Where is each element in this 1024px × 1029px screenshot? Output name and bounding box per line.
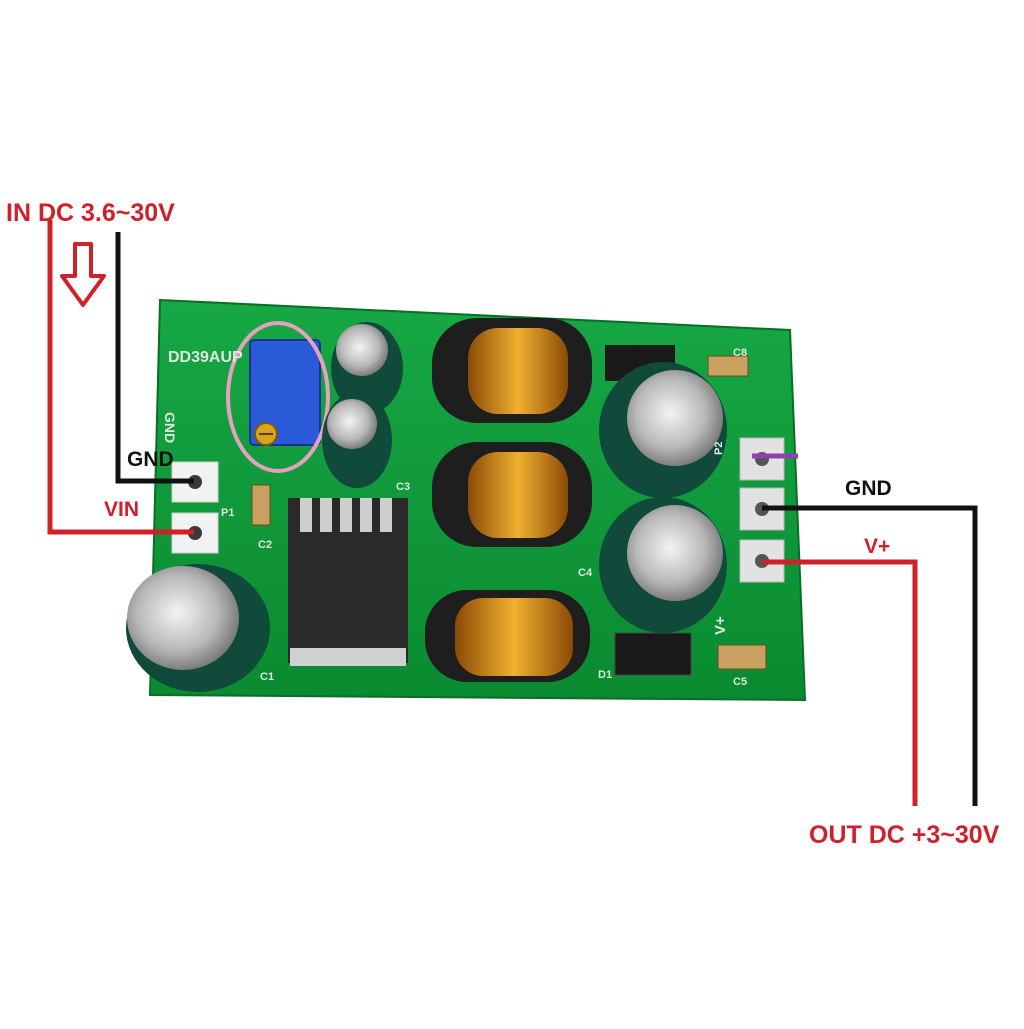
large-capacitor-right-top (599, 362, 727, 498)
highlight-circle (226, 321, 330, 473)
input-voltage-title: IN DC 3.6~30V (6, 199, 175, 227)
silk-c1-label: C1 (260, 671, 274, 683)
silk-c5-label: C5 (733, 676, 747, 688)
silk-p2-label: P2 (713, 442, 725, 455)
large-capacitor-c1 (126, 564, 270, 692)
silk-c4-label: C4 (578, 567, 593, 579)
smd-capacitor-c5 (717, 644, 767, 670)
diode-d1 (614, 632, 692, 676)
silk-p1-label: P1 (221, 507, 234, 519)
vin-label: VIN (104, 498, 140, 521)
trimmer-potentiometer (249, 339, 321, 446)
vplus-output-wire (762, 559, 918, 806)
vplus-label: V+ (864, 535, 891, 558)
regulator-ic (288, 498, 408, 666)
smd-capacitor-c2 (251, 484, 271, 526)
small-capacitor-bottom (322, 392, 392, 488)
gnd-input-wire (115, 232, 194, 484)
smd-capacitor-c8 (707, 355, 749, 377)
inductor-bottom (425, 590, 590, 682)
gnd-output-wire (762, 505, 978, 806)
vin-wire (47, 220, 194, 535)
board-model-label: DD39AUP (168, 349, 243, 366)
output-voltage-title: OUT DC +3~30V (809, 821, 1000, 849)
small-capacitor-top (331, 322, 403, 414)
gnd-output-label: GND (845, 477, 892, 500)
silk-gnd-label: GND (162, 412, 178, 443)
silk-c8-label: C8 (733, 347, 747, 359)
silk-vplus-label: V+ (712, 616, 729, 635)
silk-c2-label: C2 (258, 539, 272, 551)
gnd-input-label: GND (127, 448, 174, 471)
large-capacitor-c4 (599, 497, 727, 633)
inductor-middle (432, 442, 592, 547)
input-arrow-icon (60, 242, 106, 307)
silk-d1-label: D1 (598, 669, 612, 681)
silk-c3-label: C3 (396, 481, 410, 493)
inductor-top (432, 318, 592, 423)
